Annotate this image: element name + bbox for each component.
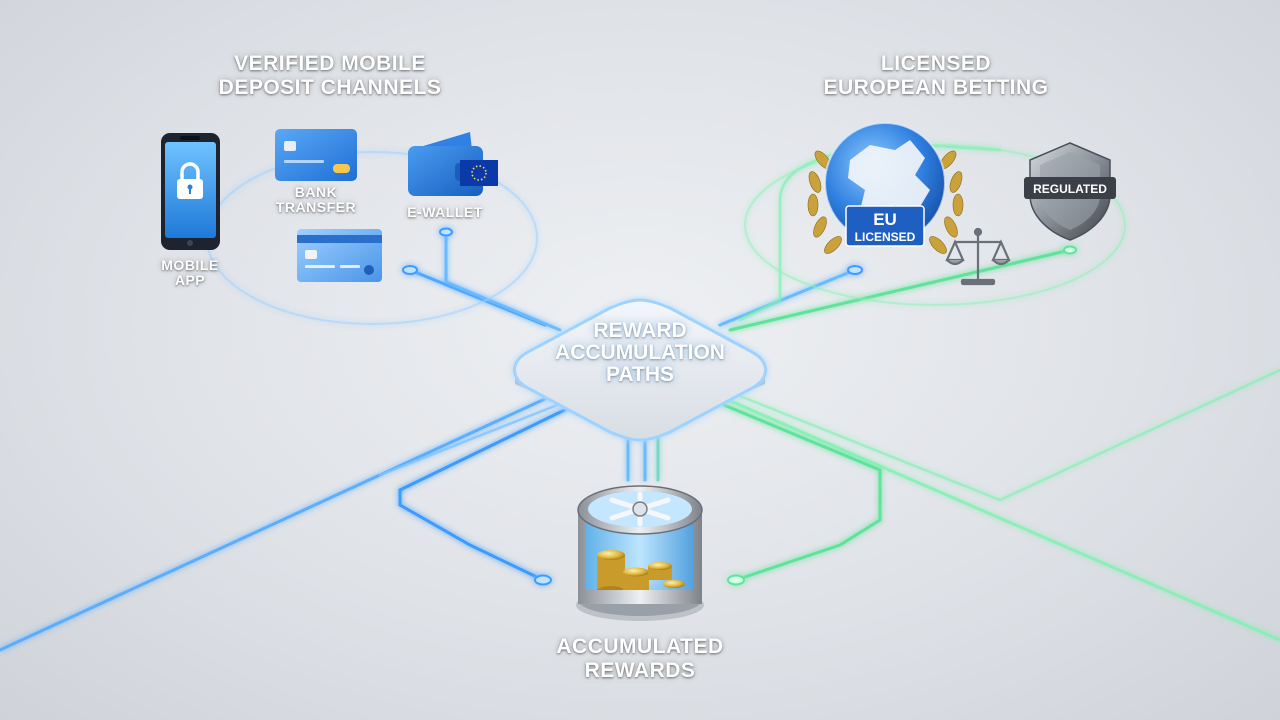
debit-card-icon bbox=[297, 229, 382, 282]
mobile-app-line2: APP bbox=[174, 272, 206, 288]
deposit-title-line2: DEPOSIT CHANNELS bbox=[218, 76, 442, 99]
eu-badge-line2: LICENSED bbox=[855, 230, 916, 244]
mobile-app-line1: MOBILE bbox=[161, 257, 219, 273]
blue-paths bbox=[0, 230, 857, 652]
lock-icon bbox=[177, 162, 203, 199]
license-title-line2: EUROPEAN BETTING bbox=[823, 76, 1049, 99]
mobile-phone-icon bbox=[161, 133, 220, 250]
deposit-section-title: VERIFIED MOBILE DEPOSIT CHANNELS bbox=[190, 52, 470, 100]
hub-line3: PATHS bbox=[605, 363, 675, 386]
hub-label: REWARD ACCUMULATION PATHS bbox=[540, 320, 740, 386]
credit-card-icon bbox=[275, 129, 357, 181]
green-paths bbox=[698, 143, 1280, 642]
hub-line2: ACCUMULATION bbox=[555, 341, 725, 364]
bank-transfer-line1: BANK bbox=[294, 184, 338, 200]
regulated-badge-label: REGULATED bbox=[1033, 182, 1107, 196]
e-wallet-label: E-WALLET bbox=[407, 204, 483, 220]
mobile-app-label: MOBILE APP bbox=[150, 258, 230, 288]
hub-node bbox=[513, 298, 767, 442]
laurel-icon bbox=[807, 150, 964, 254]
scales-icon bbox=[945, 227, 1011, 286]
bank-transfer-label: BANK TRANSFER bbox=[266, 185, 366, 215]
rewards-line2: REWARDS bbox=[584, 659, 696, 682]
deposit-title-line1: VERIFIED MOBILE bbox=[234, 52, 426, 75]
rewards-line1: ACCUMULATED bbox=[556, 635, 724, 658]
bank-transfer-line2: TRANSFER bbox=[275, 199, 357, 215]
coin-vault-icon bbox=[576, 485, 704, 621]
eu-flag-icon bbox=[460, 160, 498, 186]
wallet-icon bbox=[408, 132, 498, 196]
rewards-label: ACCUMULATED REWARDS bbox=[520, 635, 760, 683]
shield-icon: REGULATED bbox=[1024, 142, 1116, 241]
eu-badge-line1: EU bbox=[873, 210, 897, 229]
license-orbit bbox=[744, 144, 1126, 306]
path-nodes bbox=[402, 227, 1077, 586]
hub-line1: REWARD bbox=[593, 319, 687, 342]
license-section-title: LICENSED EUROPEAN BETTING bbox=[800, 52, 1072, 100]
eu-licensed-badge: EU LICENSED bbox=[807, 122, 964, 254]
license-title-line1: LICENSED bbox=[880, 52, 992, 75]
